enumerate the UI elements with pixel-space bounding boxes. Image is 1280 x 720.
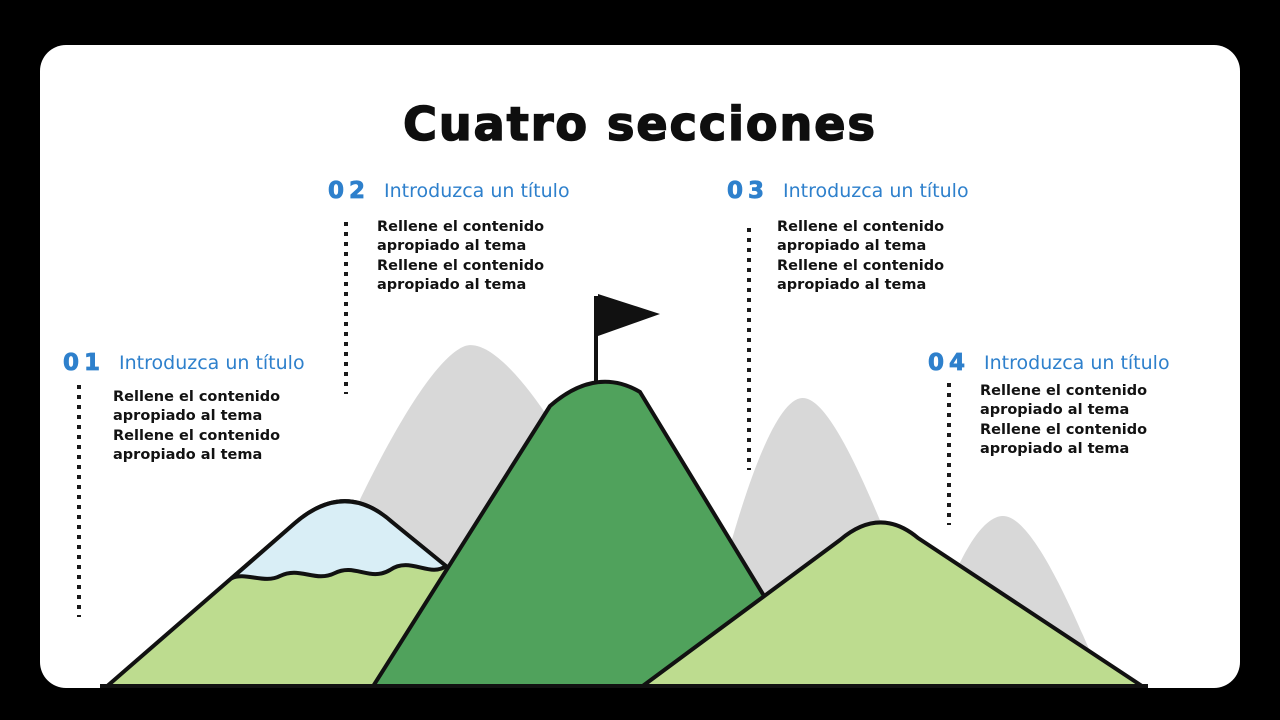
- section-02-number: 02: [328, 178, 371, 205]
- section-03-body: Rellene el contenido apropiado al tema R…: [777, 219, 945, 293]
- dotted-line-02: [344, 222, 348, 394]
- section-02: 02 Introduzca un título Rellene el conten…: [328, 178, 570, 295]
- section-04-title: Introduzca un título: [984, 352, 1170, 374]
- section-01-title: Introduzca un título: [119, 352, 305, 374]
- section-02-body: Rellene el contenido apropiado al tema R…: [377, 219, 545, 293]
- dotted-line-03: [747, 228, 751, 470]
- center-mountain: [370, 379, 822, 688]
- dotted-line-01: [77, 385, 81, 617]
- section-04-body: Rellene el contenido apropiado al tema R…: [980, 383, 1148, 457]
- section-03-title: Introduzca un título: [783, 180, 969, 202]
- slide-card: Cuatro secciones 01 Introduzca un título …: [40, 45, 1240, 688]
- slide-title: Cuatro secciones: [402, 96, 877, 152]
- snow-cap: [230, 499, 448, 581]
- section-04: 04 Introduzca un título Rellene el conten…: [928, 350, 1170, 459]
- section-04-number: 04: [928, 350, 971, 377]
- section-01: 01 Introduzca un título Rellene el conten…: [63, 350, 305, 465]
- section-01-number: 01: [63, 350, 106, 377]
- section-03-number: 03: [727, 178, 770, 205]
- section-01-body: Rellene el contenido apropiado al tema R…: [113, 389, 281, 463]
- section-02-title: Introduzca un título: [384, 180, 570, 202]
- dotted-line-04: [947, 383, 951, 525]
- right-mountain: [638, 520, 1147, 688]
- section-03: 03 Introduzca un título Rellene el conten…: [727, 178, 969, 295]
- flag-icon: [594, 294, 660, 382]
- mountain-illustration: [100, 294, 1148, 688]
